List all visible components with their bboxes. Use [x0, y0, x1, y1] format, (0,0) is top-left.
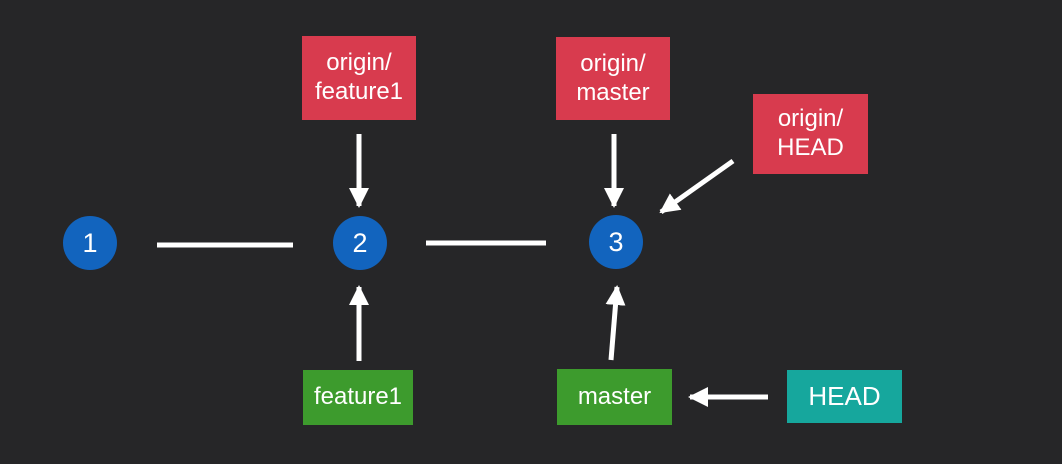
remote-ref-origin-master: origin/ master — [556, 37, 670, 120]
local-branch-feature1: feature1 — [303, 370, 413, 425]
remote-ref-origin-head: origin/ HEAD — [753, 94, 868, 174]
head-ref: HEAD — [787, 370, 902, 423]
commit-node-3: 3 — [589, 215, 643, 269]
commit-node-1: 1 — [63, 216, 117, 270]
local-branch-master: master — [557, 369, 672, 425]
arrow-master-to-commit3 — [605, 285, 626, 361]
arrow-origin-head-to-commit3 — [659, 158, 735, 215]
remote-ref-origin-feature1: origin/ feature1 — [302, 36, 416, 120]
commit-node-2: 2 — [333, 216, 387, 270]
